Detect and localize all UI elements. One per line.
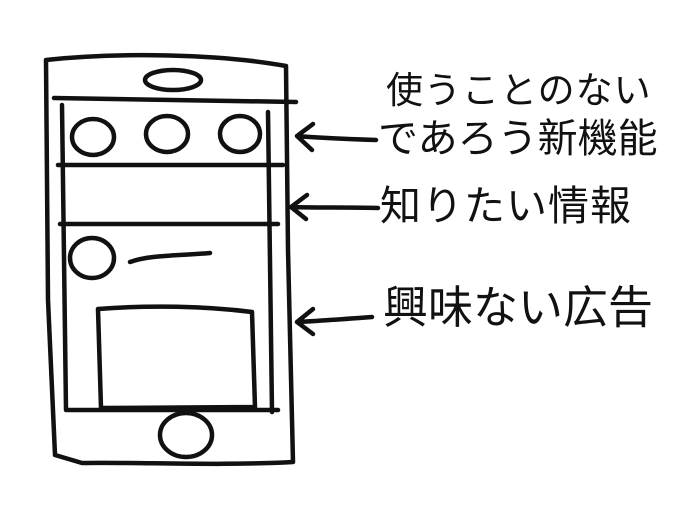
arrow-to-info (288, 192, 381, 222)
ad-image-box (95, 304, 258, 411)
app-circle-3-icon (217, 113, 263, 155)
screen-left-edge (59, 102, 69, 413)
app-circle-2-icon (143, 113, 191, 155)
screen-top-edge (51, 95, 299, 105)
label-uninteresting-ads: 興味ない広告 (383, 281, 654, 334)
label-unused-features-line1: 使うことのない (386, 69, 652, 112)
ad-text-line (127, 250, 213, 265)
avatar-circle-icon (67, 235, 117, 281)
label-unused-features-line2: であろう新機能 (378, 116, 658, 162)
speaker-icon (142, 67, 204, 93)
screen-right-edge (265, 109, 275, 415)
app-circle-1-icon (69, 116, 117, 158)
home-button-icon (157, 410, 215, 460)
label-wanted-info: 知りたい情報 (380, 182, 632, 230)
arrow-to-features (294, 121, 379, 153)
arrow-to-ad (294, 306, 375, 337)
phone-outline (43, 52, 296, 467)
